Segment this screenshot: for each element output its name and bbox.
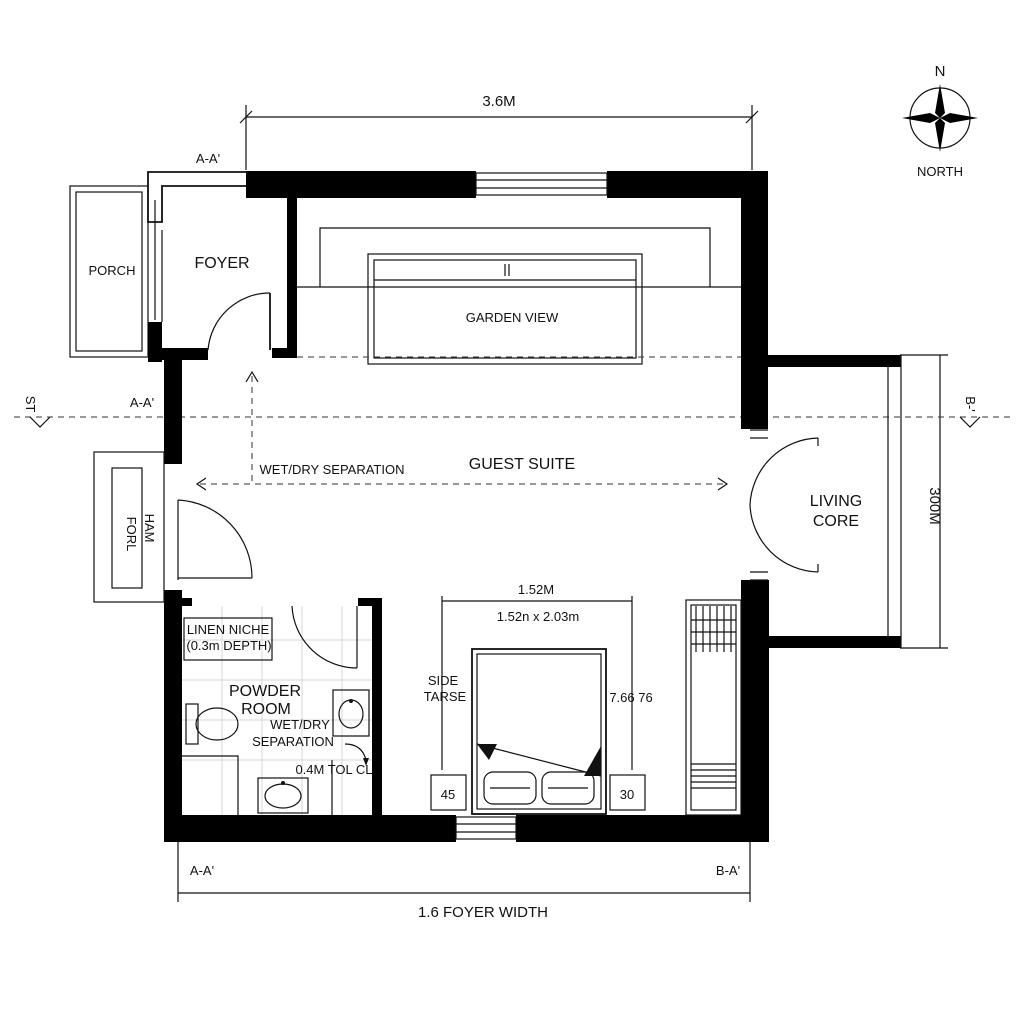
porch [69, 185, 156, 358]
north-label: NORTH [917, 164, 963, 179]
nightstand-right-label: 30 [620, 787, 634, 802]
garden-view-label: GARDEN VIEW [466, 310, 559, 325]
nightstand-right [609, 774, 646, 811]
section-mark-mid-left: A-A' [130, 395, 154, 410]
nightstand-left [430, 774, 467, 811]
porch-label: PORCH [89, 263, 136, 278]
bed-dimension [441, 596, 633, 770]
bed [471, 648, 607, 815]
guest-suite-label: GUEST SUITE [469, 456, 575, 473]
bottom-dimension: 1.6 FOYER WIDTH [177, 840, 751, 921]
wardrobe [685, 599, 742, 816]
nightstand-left-label: 45 [441, 787, 455, 802]
living-core-bay [749, 355, 902, 648]
side-table-label-line1: SIDE [428, 673, 459, 688]
foyer-walls [147, 171, 246, 322]
section-mark-bottom-right: B-A' [716, 863, 740, 878]
bottom-window [455, 816, 517, 840]
forl-closet [93, 451, 253, 603]
wet-dry-bath-label-line1: WET/DRY [270, 717, 330, 732]
section-mark-far-left: ST [23, 396, 38, 413]
living-core-label-line1: LIVING [810, 493, 862, 510]
section-mark-far-right: B-' [963, 396, 978, 411]
garden-view-fixture [297, 227, 741, 365]
bed-side-dimension-label: 7.66 76 [609, 690, 652, 705]
foyer-label: FOYER [194, 255, 249, 272]
north-arrow-icon [902, 84, 978, 152]
bed-width-label: 1.52M [518, 582, 554, 597]
north-letter: N [935, 63, 946, 80]
bed-size-label: 1.52n x 2.03m [497, 609, 579, 624]
wet-dry-bath-label-line2: SEPARATION [252, 734, 334, 749]
foyer-door [207, 292, 271, 351]
bottom-width-label: 1.6 FOYER WIDTH [418, 904, 548, 921]
living-core-label-line2: CORE [813, 513, 859, 530]
tol-cl-label: 0.4M TOL CL [295, 762, 372, 777]
powder-room-fixtures [182, 605, 370, 815]
top-window [475, 172, 608, 196]
top-width-label: 3.6M [482, 93, 515, 110]
wet-dry-main-label: WET/DRY SEPARATION [260, 462, 405, 477]
section-mark-top-left: A-A' [196, 151, 220, 166]
powder-room-label-line2: ROOM [241, 701, 291, 718]
side-table-label-line2: TARSE [424, 689, 467, 704]
forl-label-line1: FORL [124, 517, 139, 552]
right-height-label: 300M [926, 487, 943, 525]
right-dimension: 300M [900, 354, 948, 649]
section-mark-bottom-left: A-A' [190, 863, 214, 878]
linen-niche-label-line2: (0.3m DEPTH) [186, 638, 271, 653]
wet-dry-arrows [195, 370, 729, 491]
linen-niche-label-line1: LINEN NICHE [187, 622, 270, 637]
walls [148, 171, 901, 842]
section-line [14, 416, 1010, 428]
powder-room-label-line1: POWDER [229, 683, 301, 700]
forl-label-line2: HAM [142, 514, 157, 543]
top-dimension: 3.6M [239, 93, 759, 170]
